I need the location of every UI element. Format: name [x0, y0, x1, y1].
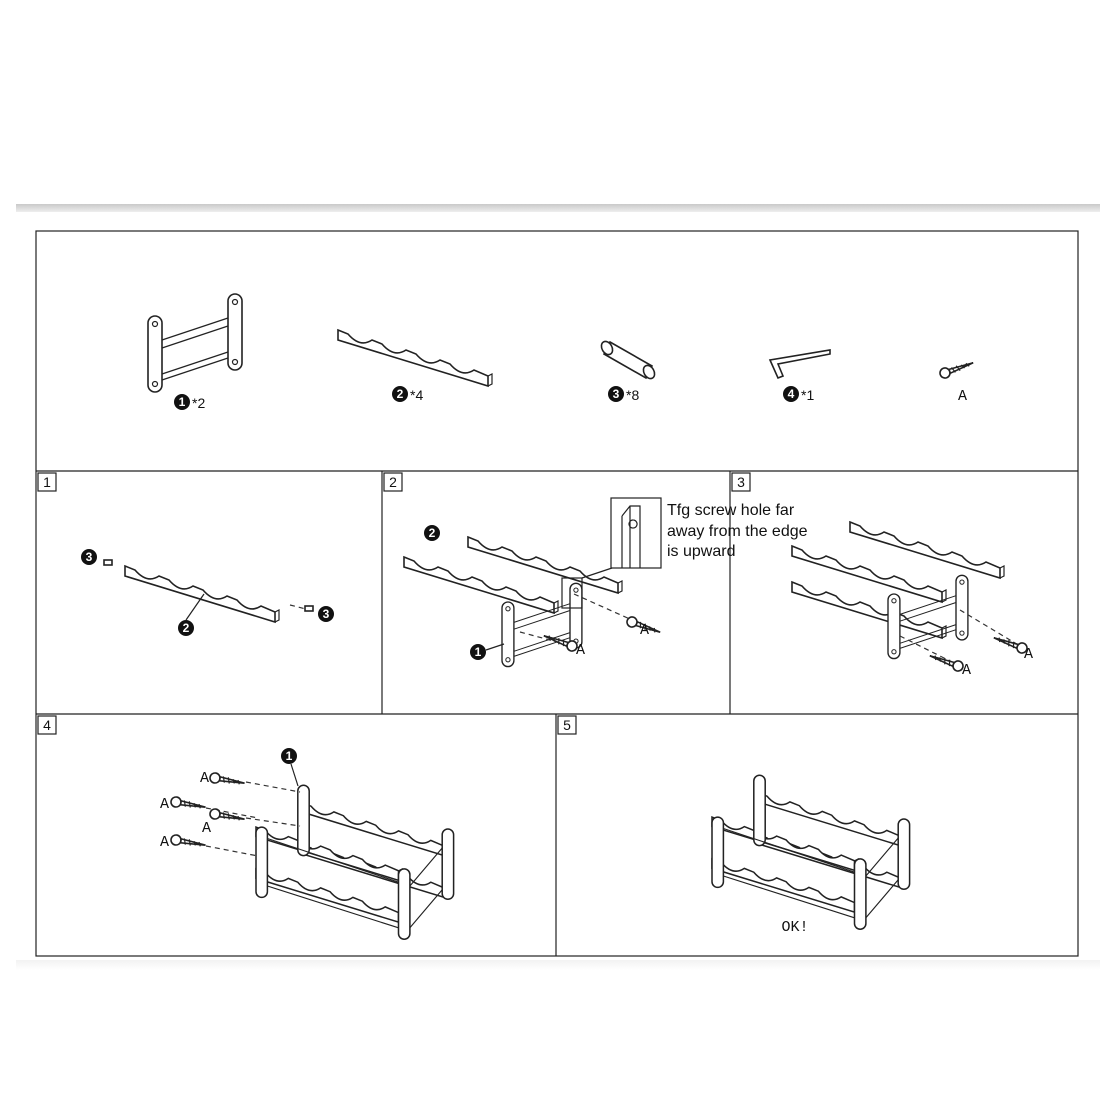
part-4-allen-key — [768, 349, 831, 380]
part-2-id: 2 — [397, 387, 404, 401]
step-5-panel: 5 OK! — [557, 715, 910, 936]
part-3-label: 3 *8 — [608, 386, 639, 403]
step-4-panel: 4 1 A A A A — [37, 715, 454, 939]
part-2-wavy-rail — [337, 329, 493, 387]
svg-text:2: 2 — [429, 526, 436, 540]
svg-text:1: 1 — [286, 749, 293, 763]
svg-text:A: A — [160, 796, 169, 813]
part-a-screw — [937, 357, 976, 381]
svg-text:2: 2 — [183, 621, 190, 635]
svg-text:A: A — [1024, 646, 1033, 663]
svg-text:3: 3 — [323, 607, 330, 621]
svg-text:A: A — [640, 622, 649, 639]
part-1-side-frame — [147, 293, 243, 393]
part-1-label: 1 *2 — [174, 394, 205, 411]
sheet-border — [35, 230, 1079, 957]
part-4-id: 4 — [788, 387, 795, 401]
part-3-qty: *8 — [626, 387, 639, 403]
part-a-qty: A — [958, 388, 967, 405]
step-5-number: 5 — [563, 717, 571, 733]
step-2-note-line-2: away from the edge — [667, 523, 808, 540]
part-3-dowel — [600, 340, 656, 380]
step-4-number: 4 — [43, 717, 51, 733]
step-3-number: 3 — [737, 474, 745, 490]
step-2-note-line-3: is upward — [667, 543, 735, 560]
step-1-panel: 1 3 3 2 — [37, 472, 334, 636]
part-3-id: 3 — [613, 387, 620, 401]
svg-text:A: A — [962, 662, 971, 679]
part-a-label: A — [958, 388, 967, 405]
step-2-panel: 2 2 1 A A Tfg screw hole far away from t… — [383, 472, 808, 668]
svg-text:3: 3 — [86, 550, 93, 564]
svg-text:1: 1 — [475, 645, 482, 659]
part-2-qty: *4 — [410, 387, 423, 403]
part-2-label: 2 *4 — [392, 386, 423, 403]
svg-text:A: A — [200, 770, 209, 787]
part-4-qty: *1 — [801, 387, 814, 403]
top-gray-bar — [16, 204, 1100, 212]
step-5-caption: OK! — [781, 919, 808, 936]
svg-text:A: A — [202, 820, 211, 837]
svg-text:A: A — [576, 642, 585, 659]
part-1-id: 1 — [179, 395, 186, 409]
step-2-number: 2 — [389, 474, 397, 490]
bottom-edge — [16, 960, 1100, 970]
part-1-qty: *2 — [192, 395, 205, 411]
step-2-note-line-1: Tfg screw hole far — [667, 502, 795, 519]
part-4-label: 4 *1 — [783, 386, 814, 403]
step-1-number: 1 — [43, 474, 51, 490]
detail-inset — [610, 497, 662, 569]
svg-text:A: A — [160, 834, 169, 851]
step-3-panel: 3 A A — [731, 472, 1033, 679]
